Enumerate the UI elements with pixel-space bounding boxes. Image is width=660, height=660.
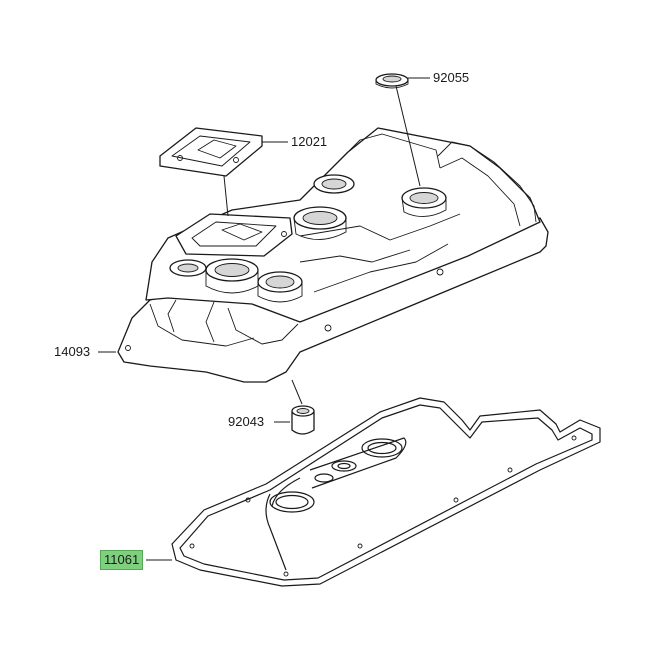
part-label-14093[interactable]: 14093 <box>54 344 91 359</box>
gasket-11061[interactable] <box>171 397 601 587</box>
part-label-92043[interactable]: 92043 <box>228 414 265 429</box>
seal-92055[interactable] <box>375 73 409 89</box>
breather-plate-12021[interactable] <box>159 127 263 177</box>
part-label-92055[interactable]: 92055 <box>433 70 470 85</box>
part-label-11061[interactable]: 11061 <box>100 550 144 570</box>
cylinder-head-cover[interactable] <box>117 127 549 383</box>
leader-lines <box>98 77 430 561</box>
part-label-12021[interactable]: 12021 <box>291 134 328 149</box>
sleeve-92043[interactable] <box>291 405 315 435</box>
